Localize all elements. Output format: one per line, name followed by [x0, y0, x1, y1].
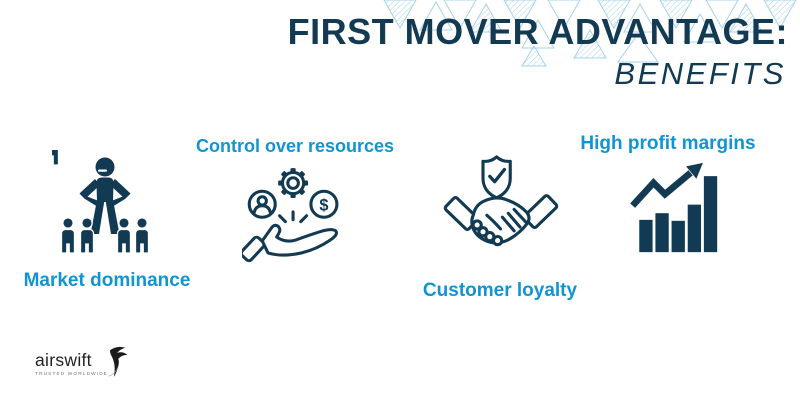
page-subtitle: BENEFITS	[614, 56, 786, 91]
logo-brand-text: airswift	[35, 350, 92, 370]
benefit-label-market-dominance: Market dominance	[23, 270, 191, 291]
growth-bar-chart-icon	[630, 162, 718, 253]
logo-tagline-text: TRUSTED WORLDWIDE	[35, 371, 109, 377]
benefit-label-customer-loyalty: Customer loyalty	[422, 280, 578, 301]
swift-bird-icon	[108, 346, 128, 377]
crowd-leader-icon	[52, 150, 150, 254]
handshake-shield-icon	[443, 155, 559, 247]
triangle-pattern-background	[383, 0, 797, 67]
svg-text:$: $	[319, 197, 328, 215]
airswift-logo: airswift TRUSTED WORLDWIDE	[35, 339, 130, 385]
page-title: FIRST MOVER ADVANTAGE:	[287, 11, 788, 52]
benefit-label-high-profit-margins: High profit margins	[580, 133, 756, 154]
hand-gear-money-icon: $	[242, 168, 339, 263]
benefit-label-control-over-resources: Control over resources	[195, 136, 395, 156]
